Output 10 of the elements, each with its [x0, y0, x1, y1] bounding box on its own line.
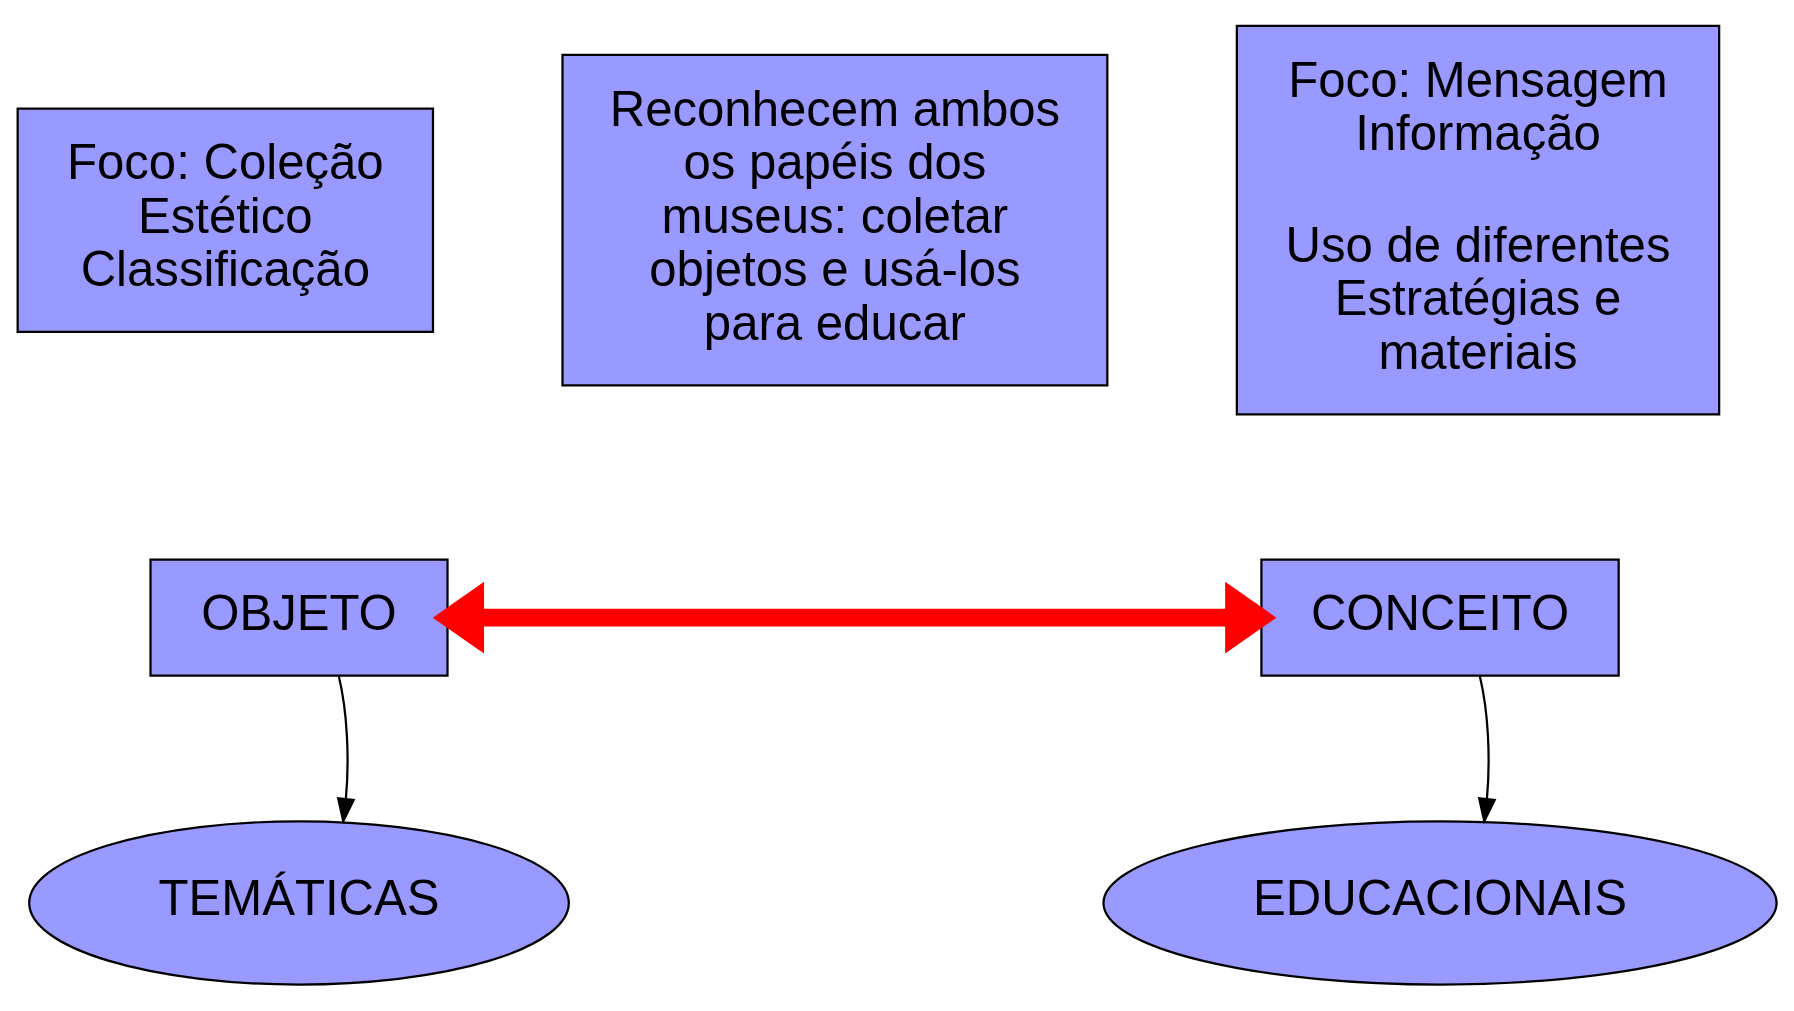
- node-ellipse: TEMÁTICAS: [28, 820, 570, 986]
- node-box: OBJETO: [149, 558, 449, 677]
- arrow: [1477, 675, 1497, 825]
- node-box: Reconhecem ambos os papéis dos museus: coletar objetos e usá-los para educar: [561, 53, 1109, 387]
- arrow: [336, 675, 356, 825]
- node-box: Foco: Mensagem Informação Uso de diferentes Estratégias e materiais: [1235, 24, 1721, 416]
- node-ellipse: EDUCACIONAIS: [1102, 820, 1778, 986]
- node-box: CONCEITO: [1260, 558, 1620, 677]
- node-box: Foco: Coleção Estético Classificação: [16, 107, 435, 333]
- arrow: [432, 581, 1277, 654]
